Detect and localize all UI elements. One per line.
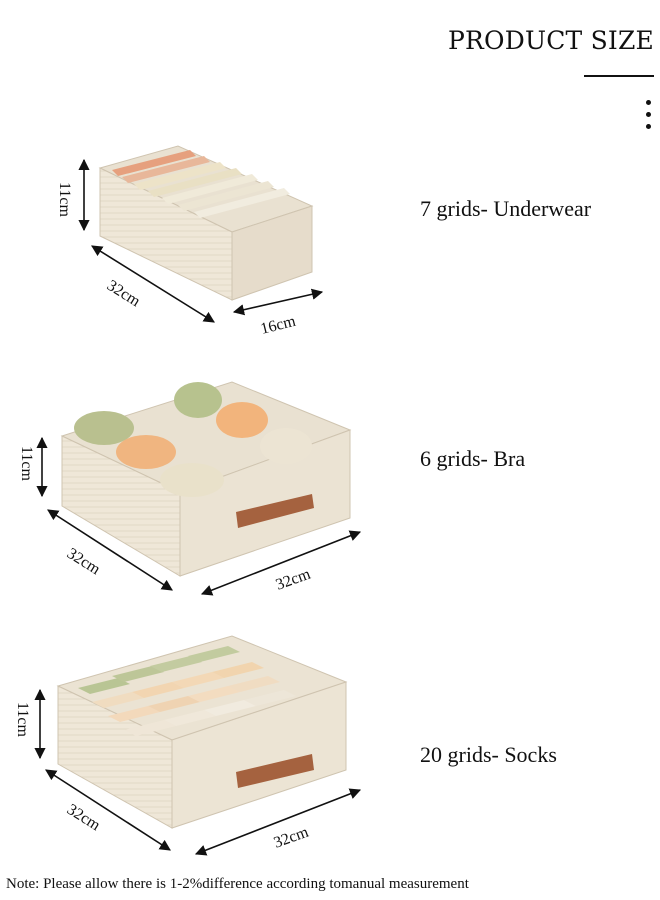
dimension-lines-box-2 (36, 436, 362, 596)
grid-label-underwear: 7 grids- Underwear (420, 196, 592, 221)
page-title: PRODUCT SIZE (447, 26, 654, 55)
width-label-box-3: 32cm (272, 823, 312, 851)
organizer-box-6-grids (60, 381, 352, 577)
width-label-box-1: 16cm (259, 313, 298, 338)
height-label-box-2: 11cm (18, 446, 35, 482)
grid-label-bra: 6 grids- Bra (420, 446, 526, 471)
sock-grid (78, 646, 296, 736)
measurement-note: Note: Please allow there is 1-2%differen… (6, 876, 469, 892)
leather-handle (236, 754, 314, 788)
height-label-box-1: 11cm (56, 182, 73, 218)
leather-handle (236, 494, 314, 528)
height-label-box-3: 11cm (14, 702, 31, 738)
dimension-lines-box-1 (78, 158, 324, 323)
length-label-box-1: 32cm (104, 277, 144, 311)
width-label-box-2: 32cm (274, 565, 314, 593)
length-label-box-3: 32cm (64, 801, 104, 835)
length-label-box-2: 32cm (64, 545, 104, 579)
grid-label-socks: 20 grids- Socks (420, 742, 557, 767)
underwear-rolls (112, 150, 290, 218)
title-underline (584, 75, 654, 77)
vertical-ellipsis-icon[interactable] (646, 100, 654, 136)
organizer-box-20-grids (56, 635, 348, 829)
dimension-lines-box-3 (34, 688, 362, 856)
organizer-box-7-grids (98, 145, 314, 301)
bra-cups (74, 382, 312, 497)
